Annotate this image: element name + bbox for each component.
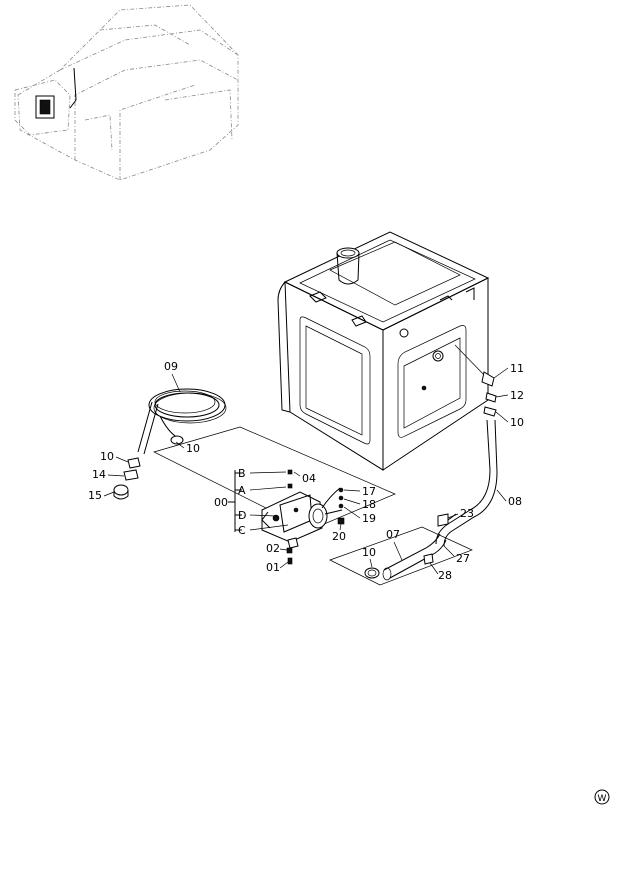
callout-15: 15 <box>88 489 102 502</box>
machine-outline-icon <box>14 4 239 181</box>
callout-20: 20 <box>332 530 346 543</box>
watermark-letter: W <box>598 794 607 804</box>
callout-19: 19 <box>362 512 376 525</box>
circled-w-icon: W <box>594 789 610 805</box>
callout-10: 10 <box>510 416 524 429</box>
fittings-left <box>113 457 141 500</box>
callout-17: 17 <box>362 485 376 498</box>
callout-27: 27 <box>456 552 470 565</box>
callout-D: D <box>238 509 246 522</box>
callout-labels: 09 10 10 14 15 11 12 10 08 B A 00 D C 04… <box>88 360 524 582</box>
callout-00: 00 <box>214 496 228 509</box>
callout-10: 10 <box>100 450 114 463</box>
fuel-tank <box>277 231 490 471</box>
callout-07: 07 <box>386 528 400 541</box>
callout-11: 11 <box>510 362 524 375</box>
callout-B: B <box>238 467 246 480</box>
callout-A: A <box>238 484 246 497</box>
hose-08-assembly <box>435 344 498 547</box>
callout-02: 02 <box>266 542 280 555</box>
callout-08: 08 <box>508 495 522 508</box>
callout-14: 14 <box>92 468 106 481</box>
assembly-plates <box>153 426 473 586</box>
callout-10: 10 <box>362 546 376 559</box>
callout-28: 28 <box>438 569 452 582</box>
callout-01: 01 <box>266 561 280 574</box>
callout-23: 23 <box>460 507 474 520</box>
callout-04: 04 <box>302 472 316 485</box>
hose-07-assembly <box>364 513 457 581</box>
group-bracket <box>228 470 301 532</box>
callout-12: 12 <box>510 389 524 402</box>
callout-10: 10 <box>186 442 200 455</box>
callout-09: 09 <box>164 360 178 373</box>
callout-C: C <box>238 524 246 537</box>
callout-18: 18 <box>362 498 376 511</box>
filter-assembly-00 <box>261 469 345 565</box>
hose-09-coil <box>137 388 227 455</box>
